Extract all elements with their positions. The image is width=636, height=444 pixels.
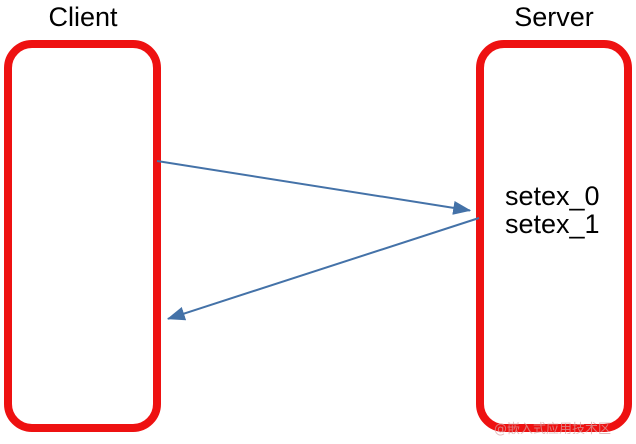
watermark-text: @嵌入式应用技术区 xyxy=(494,422,612,437)
server-operations-list: setex_0 setex_1 xyxy=(505,181,600,239)
arrow-client-to-server xyxy=(156,160,472,215)
client-label: Client xyxy=(48,2,118,32)
arrow-server-to-client xyxy=(166,217,480,321)
server-label: Server xyxy=(514,2,594,32)
server-operation-setex-0: setex_0 xyxy=(505,181,600,211)
server-operation-setex-1: setex_1 xyxy=(505,208,600,239)
server-box xyxy=(476,40,632,432)
client-box xyxy=(4,40,161,432)
